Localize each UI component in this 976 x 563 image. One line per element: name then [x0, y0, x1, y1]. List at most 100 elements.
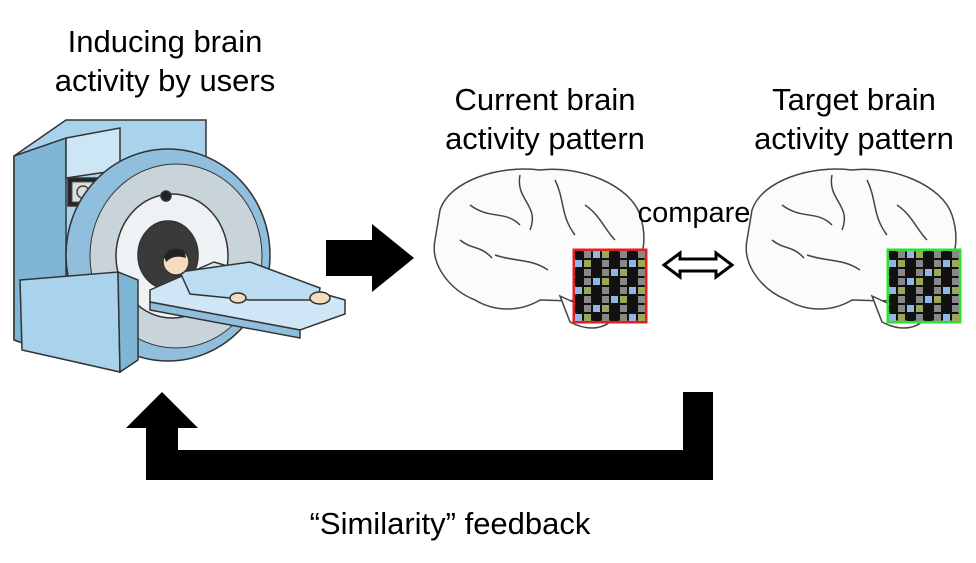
voxel-cell	[907, 278, 914, 285]
voxel-cell	[943, 251, 950, 258]
voxel-cell	[934, 296, 941, 303]
voxel-cell	[611, 296, 618, 303]
voxel-cell	[889, 269, 896, 276]
voxel-cell	[952, 260, 959, 267]
voxel-cell	[898, 314, 905, 321]
voxel-cell	[889, 287, 896, 294]
voxel-cell	[584, 278, 591, 285]
voxel-cell	[602, 269, 609, 276]
voxel-cell	[620, 287, 627, 294]
compare-label: compare	[637, 197, 751, 229]
voxel-cell	[575, 305, 582, 312]
voxel-cell	[638, 278, 645, 285]
voxel-cell	[952, 305, 959, 312]
voxel-cell	[638, 269, 645, 276]
voxel-cell	[898, 296, 905, 303]
forward-arrow	[326, 224, 414, 292]
voxel-cell	[916, 305, 923, 312]
voxel-cell	[593, 287, 600, 294]
voxel-cell	[638, 251, 645, 258]
compare-double-arrow	[661, 250, 735, 280]
voxel-cell	[575, 260, 582, 267]
voxel-cell	[925, 305, 932, 312]
voxel-cell	[602, 296, 609, 303]
voxel-cell	[925, 287, 932, 294]
voxel-cell	[943, 260, 950, 267]
voxel-cell	[620, 278, 627, 285]
voxel-cell	[952, 287, 959, 294]
feedback-label: “Similarity” feedback	[309, 506, 591, 541]
voxel-cell	[611, 305, 618, 312]
voxel-cell	[593, 314, 600, 321]
voxel-cell	[925, 269, 932, 276]
voxel-cell	[593, 296, 600, 303]
voxel-cell	[934, 269, 941, 276]
voxel-cell	[629, 260, 636, 267]
voxel-cell	[593, 269, 600, 276]
voxel-cell	[620, 305, 627, 312]
voxel-cell	[575, 278, 582, 285]
voxel-cell	[889, 278, 896, 285]
voxel-cell	[629, 278, 636, 285]
voxel-cell	[611, 260, 618, 267]
voxel-cell	[620, 269, 627, 276]
voxel-cell	[916, 278, 923, 285]
voxel-cell	[889, 314, 896, 321]
voxel-cell	[584, 251, 591, 258]
voxel-cell	[952, 296, 959, 303]
voxel-cell	[593, 260, 600, 267]
voxel-cell	[889, 251, 896, 258]
voxel-cell	[575, 314, 582, 321]
voxel-cell	[952, 251, 959, 258]
voxel-cell	[898, 260, 905, 267]
voxel-cell	[916, 269, 923, 276]
voxel-cell	[925, 251, 932, 258]
voxel-cell	[925, 314, 932, 321]
voxel-cell	[584, 305, 591, 312]
voxel-cell	[934, 251, 941, 258]
voxel-cell	[907, 251, 914, 258]
voxel-cell	[925, 260, 932, 267]
voxel-cell	[584, 314, 591, 321]
voxel-cell	[889, 296, 896, 303]
target-pattern-label: Target brain activity pattern	[754, 82, 954, 156]
voxel-cell	[638, 314, 645, 321]
voxel-cell	[629, 287, 636, 294]
voxel-cell	[629, 251, 636, 258]
voxel-cell	[898, 251, 905, 258]
voxel-cell	[602, 251, 609, 258]
voxel-cell	[943, 278, 950, 285]
voxel-cell	[584, 287, 591, 294]
voxel-cell	[602, 260, 609, 267]
target-voxel-grid-icon	[886, 248, 962, 324]
voxel-cell	[575, 251, 582, 258]
voxel-cell	[620, 251, 627, 258]
voxel-cell	[629, 314, 636, 321]
voxel-cell	[593, 278, 600, 285]
voxel-cell	[575, 269, 582, 276]
voxel-cell	[638, 260, 645, 267]
voxel-cell	[611, 251, 618, 258]
voxel-cell	[907, 296, 914, 303]
voxel-cell	[629, 269, 636, 276]
voxel-cell	[611, 314, 618, 321]
voxel-cell	[934, 305, 941, 312]
voxel-cell	[889, 305, 896, 312]
voxel-cell	[907, 269, 914, 276]
current-voxel-grid-icon	[572, 248, 648, 324]
voxel-cell	[898, 278, 905, 285]
voxel-cell	[943, 296, 950, 303]
voxel-cell	[916, 287, 923, 294]
voxel-cell	[611, 269, 618, 276]
voxel-cell	[584, 269, 591, 276]
scanner-caption: Inducing brain activity by users	[54, 24, 276, 98]
voxel-cell	[638, 296, 645, 303]
voxel-cell	[898, 269, 905, 276]
voxel-cell	[593, 305, 600, 312]
voxel-cell	[629, 296, 636, 303]
voxel-cell	[889, 260, 896, 267]
voxel-cell	[934, 260, 941, 267]
voxel-cell	[943, 305, 950, 312]
voxel-cell	[584, 260, 591, 267]
